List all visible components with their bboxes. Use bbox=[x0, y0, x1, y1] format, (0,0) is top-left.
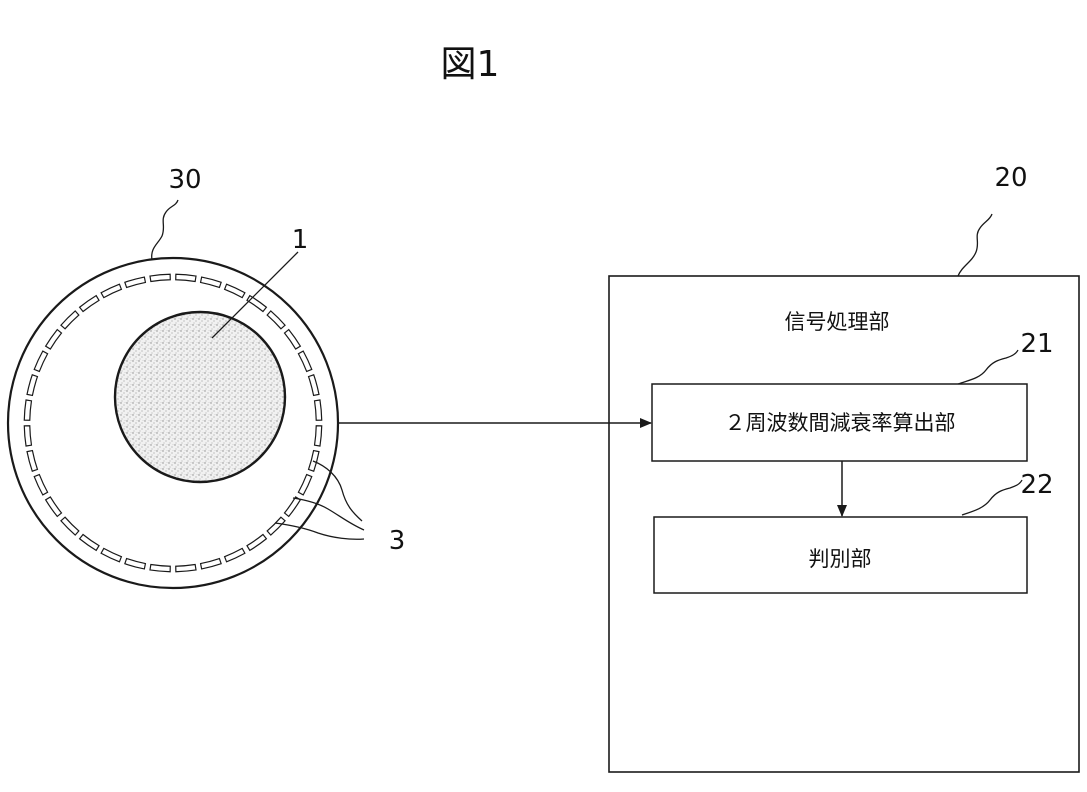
core-region bbox=[115, 312, 285, 482]
signal-processor-box bbox=[609, 276, 1079, 772]
ref-number-1: 1 bbox=[292, 225, 309, 255]
electrode-segment bbox=[176, 274, 196, 281]
electrode-segment bbox=[24, 400, 31, 420]
discrimination-label: 判別部 bbox=[809, 547, 872, 571]
electrode-segment bbox=[315, 400, 322, 420]
ref-number-21: 21 bbox=[1020, 329, 1053, 359]
electrode-segment bbox=[298, 351, 311, 371]
leader-3a bbox=[313, 461, 362, 521]
electrode-segment bbox=[80, 534, 99, 550]
ref-number-3: 3 bbox=[389, 526, 406, 556]
electrode-segment bbox=[34, 475, 47, 495]
electrode-segment bbox=[125, 277, 146, 287]
sensor-assembly bbox=[8, 258, 338, 588]
electrode-segment bbox=[80, 296, 99, 312]
electrode-segment bbox=[27, 375, 37, 396]
electrode-segment bbox=[309, 375, 319, 396]
electrode-segment bbox=[225, 284, 245, 297]
attenuation-calc-label: ２周波数間減衰率算出部 bbox=[725, 411, 956, 435]
leader-20 bbox=[958, 214, 992, 276]
electrode-segment bbox=[27, 451, 37, 472]
electrode-segment bbox=[267, 311, 285, 329]
electrode-segment bbox=[46, 330, 62, 349]
electrode-segment bbox=[247, 296, 266, 312]
electrode-segment bbox=[298, 475, 311, 495]
leader-30 bbox=[152, 200, 178, 260]
leader-21 bbox=[958, 350, 1018, 384]
electrode-segment bbox=[34, 351, 47, 371]
ref-number-20: 20 bbox=[994, 163, 1027, 193]
electrode-segment bbox=[201, 559, 222, 569]
ref-number-22: 22 bbox=[1020, 470, 1053, 500]
ref-number-30: 30 bbox=[168, 165, 201, 195]
electrode-segment bbox=[101, 548, 121, 561]
electrode-segment bbox=[284, 497, 300, 516]
electrode-segment bbox=[61, 517, 79, 535]
electrode-segment bbox=[24, 426, 31, 446]
electrode-segment bbox=[125, 559, 146, 569]
leader-22 bbox=[962, 480, 1022, 515]
electrode-segment bbox=[61, 311, 79, 329]
signal-processor-label: 信号処理部 bbox=[785, 310, 890, 334]
electrode-segment bbox=[150, 565, 170, 572]
electrode-segment bbox=[315, 426, 322, 446]
electrode-segment bbox=[176, 565, 196, 572]
electrode-segment bbox=[101, 284, 121, 297]
electrode-segment bbox=[201, 277, 222, 287]
electrode-segment bbox=[225, 548, 245, 561]
figure-title: 図1 bbox=[441, 44, 500, 85]
electrode-segment bbox=[46, 497, 62, 516]
electrode-segment bbox=[267, 517, 285, 535]
electrode-segment bbox=[284, 330, 300, 349]
electrode-segment bbox=[150, 274, 170, 281]
electrode-segment bbox=[247, 534, 266, 550]
leader-3c bbox=[275, 523, 364, 539]
